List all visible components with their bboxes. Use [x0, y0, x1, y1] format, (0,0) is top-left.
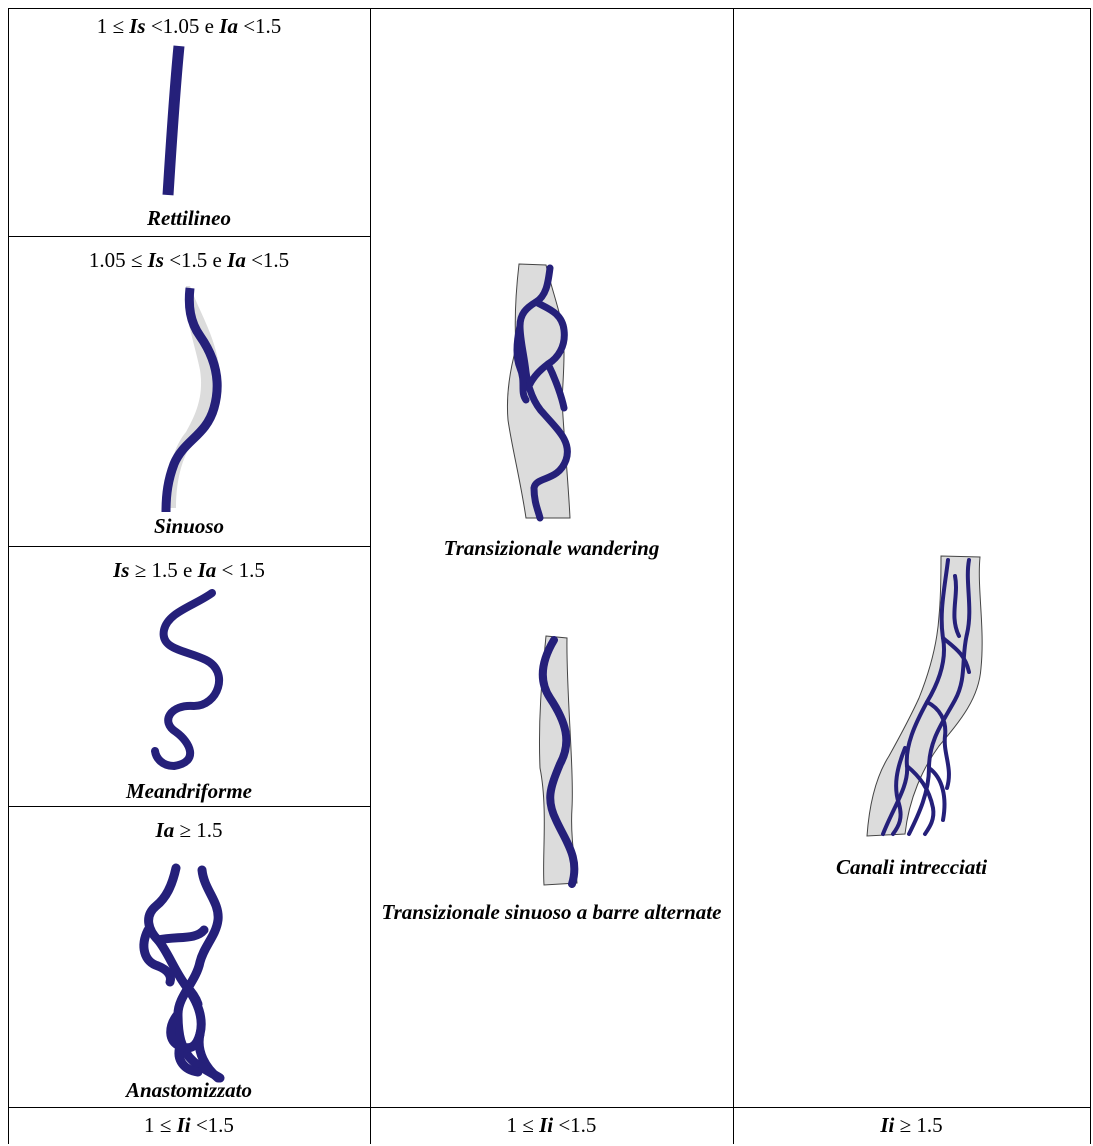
cell-rettilineo: 1 ≤ Is <1.05 e Ia <1.5 Rettilineo	[8, 8, 370, 236]
barre-channel-drawing	[370, 8, 733, 1107]
cell-canali-intrecciati: Canali intrecciati	[733, 8, 1090, 1107]
intrecciati-channel-drawing	[733, 8, 1090, 1107]
cell-transizionale: Transizionale wandering Transizionale si…	[370, 8, 733, 1107]
bottom-condition-3: Ii ≥ 1.5	[733, 1113, 1090, 1137]
label-meandriforme: Meandriforme	[8, 779, 370, 804]
anastomizzato-channel-drawing	[8, 806, 370, 1107]
bottom-cell-3: Ii ≥ 1.5	[733, 1107, 1090, 1144]
bottom-cell-2: 1 ≤ Ii <1.5	[370, 1107, 733, 1144]
cell-meandriforme: Is ≥ 1.5 e Ia < 1.5 Meandriforme	[8, 546, 370, 806]
rettilineo-channel-drawing	[8, 8, 370, 236]
bottom-condition-2: 1 ≤ Ii <1.5	[370, 1113, 733, 1137]
cell-sinuoso: 1.05 ≤ Is <1.5 e Ia <1.5 Sinuoso	[8, 236, 370, 546]
cell-anastomizzato: Ia ≥ 1.5 Anastomizzato	[8, 806, 370, 1107]
classification-table: 1 ≤ Is <1.05 e Ia <1.5 Rettilineo 1.05 ≤…	[8, 8, 1091, 1144]
label-anastomizzato: Anastomizzato	[8, 1078, 370, 1103]
bottom-condition-1: 1 ≤ Ii <1.5	[8, 1113, 370, 1137]
sinuoso-channel-drawing	[8, 236, 370, 546]
meandriforme-channel-drawing	[8, 546, 370, 806]
label-sinuoso: Sinuoso	[8, 514, 370, 539]
label-rettilineo: Rettilineo	[8, 206, 370, 231]
bottom-cell-1: 1 ≤ Ii <1.5	[8, 1107, 370, 1144]
label-barre: Transizionale sinuoso a barre alternate	[370, 899, 733, 926]
label-canali-intrecciati: Canali intrecciati	[733, 855, 1090, 880]
table-border-right	[1090, 8, 1091, 1144]
